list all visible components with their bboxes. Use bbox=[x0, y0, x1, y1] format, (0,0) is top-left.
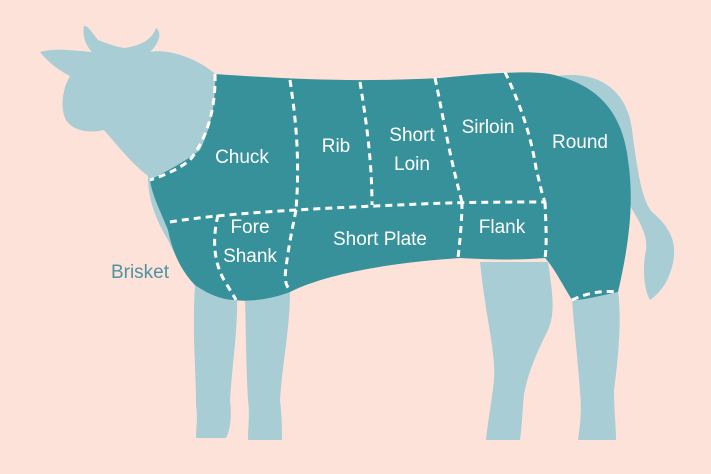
label-short-loin-line2: Loin bbox=[394, 154, 430, 175]
label-flank: Flank bbox=[479, 217, 526, 238]
cow-front-leg-near bbox=[245, 290, 290, 440]
label-fore-shank-line1: Fore bbox=[230, 217, 269, 238]
cow-rear-leg-far bbox=[480, 262, 553, 440]
cow-front-leg-far bbox=[194, 285, 237, 438]
cow-rear-leg-near bbox=[572, 292, 620, 440]
label-sirloin: Sirloin bbox=[462, 117, 515, 138]
label-fore-shank-line2: Shank bbox=[223, 246, 277, 267]
label-short-plate: Short Plate bbox=[333, 229, 427, 250]
label-round: Round bbox=[552, 132, 608, 153]
label-brisket: Brisket bbox=[111, 262, 170, 283]
label-chuck: Chuck bbox=[215, 147, 269, 168]
label-short-loin-line1: Short bbox=[389, 125, 435, 146]
label-rib: Rib bbox=[322, 136, 351, 157]
